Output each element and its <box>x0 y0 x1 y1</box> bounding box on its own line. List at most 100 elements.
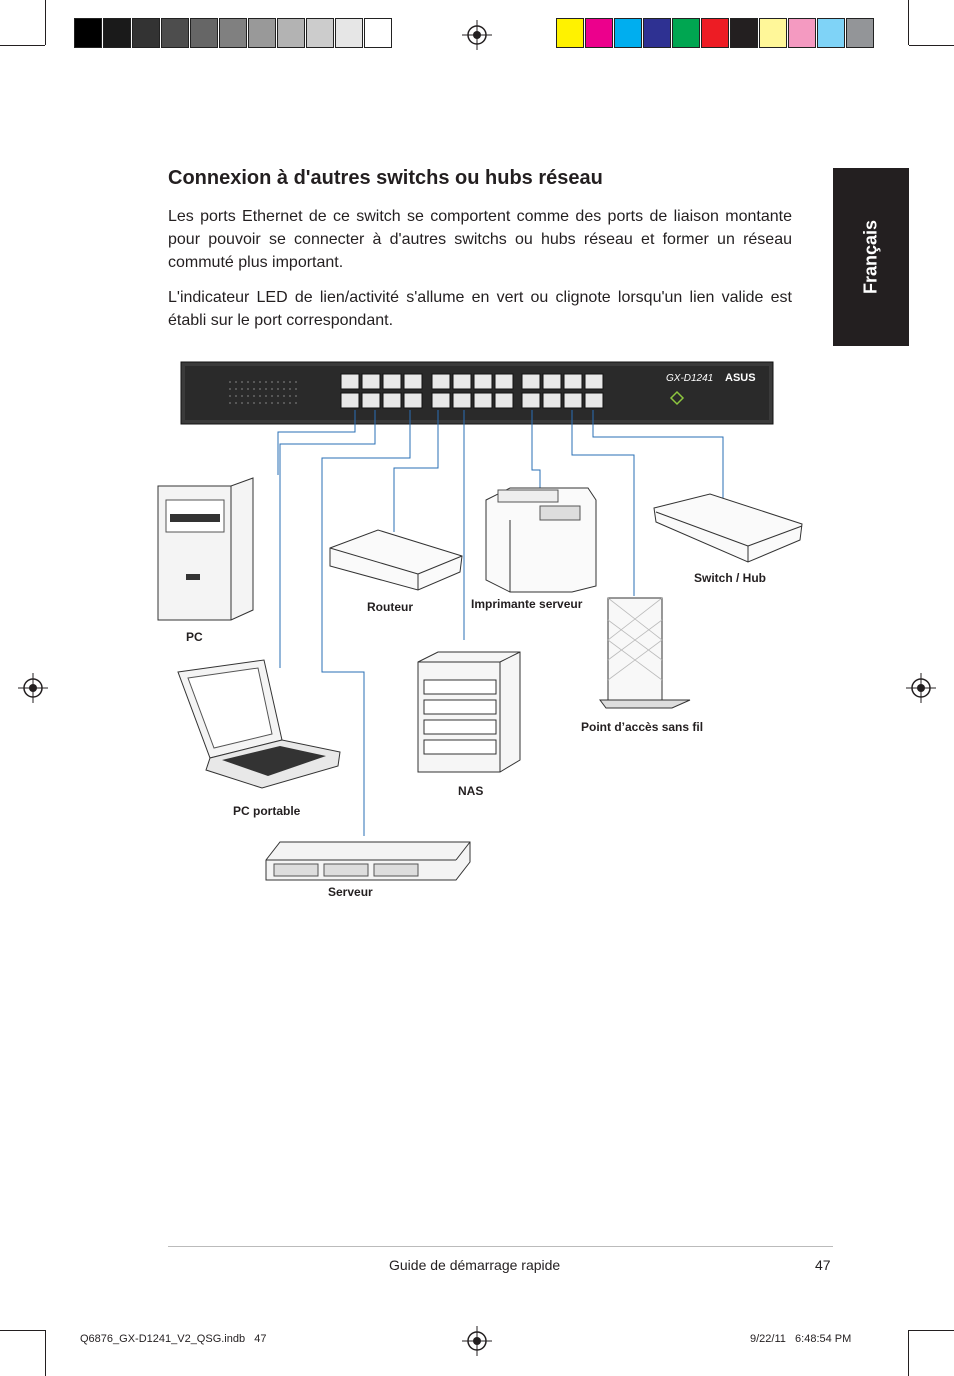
gray-swatch <box>190 18 218 48</box>
gray-swatch <box>277 18 305 48</box>
paragraph-led: L'indicateur LED de lien/activité s'allu… <box>168 289 792 329</box>
ethernet-port <box>403 392 423 409</box>
ethernet-port <box>431 373 451 390</box>
status-led <box>259 402 261 404</box>
registration-mark-icon <box>462 1326 492 1356</box>
status-led <box>229 381 231 383</box>
slug-timestamp: 9/22/11 6:48:54 PM <box>750 1333 852 1345</box>
registration-mark-icon <box>18 673 48 703</box>
ethernet-port <box>563 373 583 390</box>
status-led <box>277 402 279 404</box>
status-led <box>235 402 237 404</box>
server-icon <box>265 841 471 881</box>
status-led <box>271 388 273 390</box>
status-led <box>235 388 237 390</box>
label-router: Routeur <box>367 600 413 614</box>
ethernet-port <box>494 392 514 409</box>
cable-switch-hub <box>592 410 724 500</box>
ethernet-port <box>542 392 562 409</box>
ethernet-port <box>563 392 583 409</box>
status-led <box>247 381 249 383</box>
switch-brand-logo: ASUS <box>725 372 756 384</box>
status-led <box>241 402 243 404</box>
gray-swatch <box>248 18 276 48</box>
color-swatch <box>701 18 729 48</box>
status-led <box>283 388 285 390</box>
access-point-icon <box>599 597 691 709</box>
status-led <box>295 381 297 383</box>
page-number: 47 <box>815 1257 831 1273</box>
label-nas: NAS <box>458 784 484 798</box>
printer-icon <box>485 487 597 593</box>
ethernet-port <box>452 392 472 409</box>
ethernet-port <box>473 392 493 409</box>
status-led <box>265 388 267 390</box>
status-led <box>289 381 291 383</box>
registration-mark-icon <box>906 673 936 703</box>
cable-pc <box>277 410 356 475</box>
label-access-point: Point d’accès sans fil <box>581 720 704 734</box>
status-led <box>295 402 297 404</box>
status-led <box>289 402 291 404</box>
ethernet-port <box>452 373 472 390</box>
status-led <box>229 395 231 397</box>
cable-server <box>321 410 411 836</box>
crop-mark <box>45 1330 46 1376</box>
status-led <box>265 402 267 404</box>
status-led <box>247 388 249 390</box>
status-led <box>277 381 279 383</box>
ethernet-port <box>382 373 402 390</box>
ethernet-port <box>542 373 562 390</box>
color-swatch <box>614 18 642 48</box>
ethernet-port <box>361 392 381 409</box>
status-led <box>235 395 237 397</box>
color-swatch <box>759 18 787 48</box>
ethernet-port <box>584 373 604 390</box>
color-swatch <box>556 18 584 48</box>
status-led <box>259 381 261 383</box>
section-heading: Connexion à d'autres switchs ou hubs rés… <box>168 167 603 189</box>
status-led <box>259 388 261 390</box>
gray-swatch <box>335 18 363 48</box>
ethernet-port <box>494 373 514 390</box>
status-led <box>253 395 255 397</box>
status-led <box>253 388 255 390</box>
ethernet-port <box>340 373 360 390</box>
color-swatch <box>643 18 671 48</box>
status-led <box>283 381 285 383</box>
status-led <box>271 395 273 397</box>
router-icon <box>329 529 463 591</box>
gray-swatch <box>306 18 334 48</box>
status-led <box>241 388 243 390</box>
footer-guide-title: Guide de démarrage rapide <box>389 1257 561 1273</box>
ethernet-port <box>521 392 541 409</box>
ethernet-port <box>361 373 381 390</box>
ethernet-port <box>382 392 402 409</box>
pc-tower-icon <box>157 477 254 621</box>
switch-device: GX-D1241 ASUS <box>180 361 774 425</box>
laptop-icon <box>177 659 341 789</box>
cable-printer <box>531 410 541 490</box>
status-led <box>277 395 279 397</box>
paragraph-uplink: Les ports Ethernet de ce switch se compo… <box>168 208 792 271</box>
label-pc: PC <box>186 630 203 644</box>
status-led <box>229 388 231 390</box>
status-led <box>289 395 291 397</box>
cable-access-point <box>571 410 635 596</box>
status-led <box>253 402 255 404</box>
switch-model-label: GX-D1241 <box>666 373 713 384</box>
ethernet-port <box>403 373 423 390</box>
crop-mark <box>909 1330 954 1331</box>
status-led <box>295 388 297 390</box>
registration-mark-icon <box>462 20 492 50</box>
status-led <box>259 395 261 397</box>
status-led <box>241 395 243 397</box>
power-led-icon <box>669 390 685 406</box>
status-led <box>265 381 267 383</box>
switch-hub-icon <box>653 493 803 563</box>
cable-router <box>393 410 439 532</box>
crop-mark <box>0 45 45 46</box>
ethernet-port <box>584 392 604 409</box>
gray-swatch <box>132 18 160 48</box>
